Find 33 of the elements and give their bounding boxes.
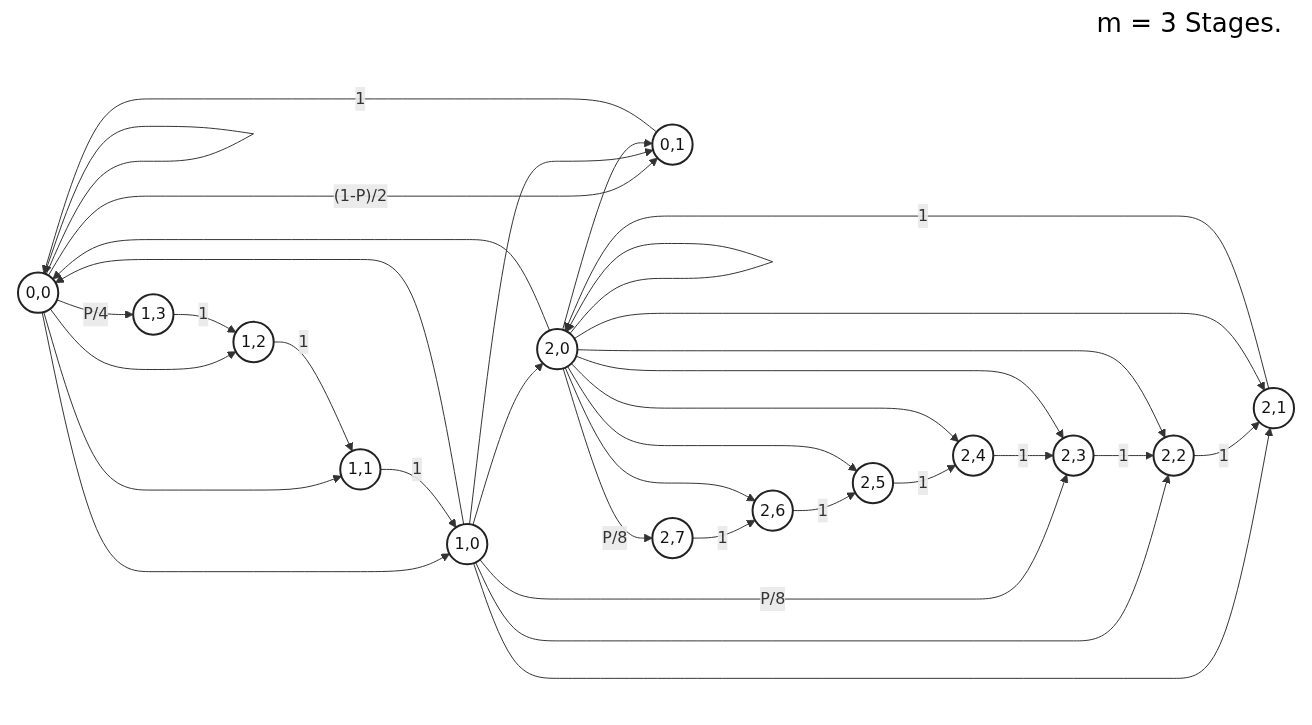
node-circle: 2,6 bbox=[751, 489, 794, 532]
edge-label: 1 bbox=[917, 205, 929, 225]
edge-label: 1 bbox=[1018, 445, 1029, 465]
edge-label: 1 bbox=[355, 88, 366, 108]
edge-label: 1 bbox=[817, 500, 828, 520]
node-circle: 0,0 bbox=[16, 271, 60, 314]
edge-label: P/4 bbox=[83, 304, 109, 324]
node-circle: 2,7 bbox=[651, 516, 694, 560]
edge-label: 1 bbox=[1218, 445, 1229, 465]
node-circle: 2,3 bbox=[1052, 434, 1095, 477]
node-circle: 1,0 bbox=[446, 522, 489, 566]
edge-label: P/8 bbox=[760, 588, 786, 608]
edge-label: 1 bbox=[198, 304, 209, 324]
edge-label: 1 bbox=[411, 459, 423, 479]
edge-label: 1 bbox=[917, 472, 929, 492]
node-circle: 1,2 bbox=[232, 320, 275, 363]
node-circle: 0,1 bbox=[651, 123, 694, 166]
edge-label: 1 bbox=[298, 331, 309, 351]
node-circle: 2,2 bbox=[1152, 434, 1195, 477]
node-circle: 2,5 bbox=[851, 461, 895, 505]
arrow bbox=[273, 341, 353, 452]
note-text: m = 3 Stages. bbox=[1096, 8, 1282, 38]
edge-label: 1 bbox=[717, 527, 728, 547]
edge-label: 1 bbox=[1118, 445, 1129, 465]
node-circle: 2,1 bbox=[1252, 386, 1296, 430]
edge-label: (1-P)/2 bbox=[333, 186, 388, 205]
node-circle: 2,0 bbox=[536, 327, 579, 371]
node-circle: 2,4 bbox=[952, 434, 995, 477]
node-circle: 1,1 bbox=[339, 448, 382, 491]
arrow bbox=[479, 474, 1069, 600]
arrow bbox=[570, 362, 959, 442]
node-circle: 1,3 bbox=[132, 293, 175, 336]
edge-label: P/8 bbox=[602, 527, 628, 547]
